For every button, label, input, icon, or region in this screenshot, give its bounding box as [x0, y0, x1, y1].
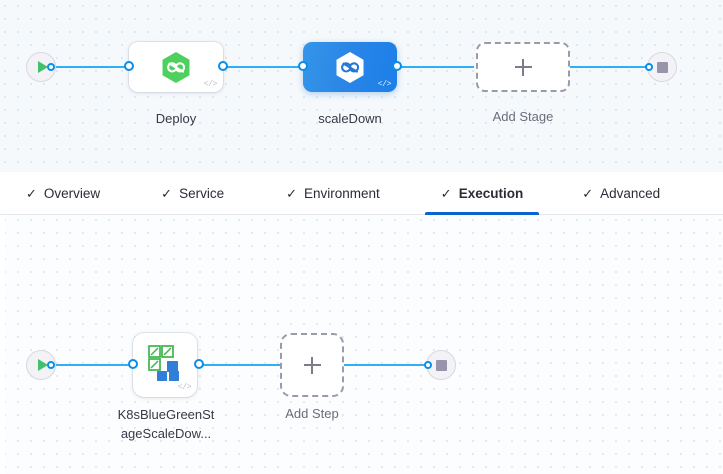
- port-scaledown-out[interactable]: [392, 61, 402, 71]
- tab-label-advanced: Advanced: [600, 185, 661, 201]
- port-step-end-in[interactable]: [424, 361, 432, 369]
- pipeline-start-node[interactable]: [26, 52, 56, 82]
- port-scaledown-in[interactable]: [298, 61, 308, 71]
- tab-execution[interactable]: ✓ Execution: [424, 172, 540, 215]
- code-badge-deploy: </>: [203, 80, 218, 89]
- check-icon: ✓: [286, 185, 297, 201]
- code-badge-k8s-step: </>: [177, 383, 192, 392]
- port-step-start-out[interactable]: [47, 361, 55, 369]
- step-wire-k8s-addstep: [200, 364, 280, 366]
- tab-advanced[interactable]: ✓ Advanced: [582, 172, 660, 214]
- tab-underline-execution: [424, 212, 540, 215]
- add-step-label: Add Step: [285, 406, 339, 421]
- pipeline-end-node[interactable]: [647, 52, 677, 82]
- port-end-in[interactable]: [645, 63, 653, 71]
- code-badge-scaledown: </>: [377, 80, 392, 89]
- k8s-squares-icon: [148, 345, 184, 381]
- check-icon: ✓: [582, 185, 594, 201]
- harness-hexagon-white-icon: [335, 51, 365, 84]
- stage-node-deploy[interactable]: </>: [129, 42, 223, 92]
- harness-hexagon-green-icon: [161, 51, 191, 84]
- tab-underline-overview: [26, 212, 100, 215]
- stage-wire-addstage-end: [566, 66, 654, 68]
- tab-service[interactable]: ✓ Service: [161, 172, 224, 214]
- stage-label-scaledown: scaleDown: [318, 111, 382, 126]
- tab-label-overview: Overview: [43, 185, 101, 201]
- canvas-left-gutter: [0, 215, 5, 474]
- tab-overview[interactable]: ✓ Overview: [26, 172, 100, 214]
- stage-wire-start-deploy: [48, 66, 138, 68]
- tab-label-service: Service: [179, 185, 225, 201]
- play-icon: [37, 61, 48, 73]
- stage-wire-deploy-scaledown: [222, 66, 305, 68]
- stage-wire-scaledown-addstage: [396, 66, 474, 68]
- port-k8s-out[interactable]: [194, 359, 204, 369]
- port-k8s-in[interactable]: [128, 359, 138, 369]
- step-wire-addstep-end: [344, 364, 428, 366]
- step-label-k8s: K8sBlueGreenSt ageScaleDow...: [105, 405, 227, 443]
- port-start-out[interactable]: [47, 63, 55, 71]
- add-step-button[interactable]: [280, 333, 344, 397]
- add-stage-button[interactable]: [476, 42, 570, 92]
- step-label-k8s-line2: ageScaleDow...: [120, 426, 212, 441]
- stop-icon: [656, 61, 668, 73]
- check-icon: ✓: [26, 185, 37, 201]
- stage-node-scaledown[interactable]: </>: [303, 42, 397, 92]
- plus-icon: [514, 58, 532, 76]
- step-label-k8s-line1: K8sBlueGreenSt: [117, 407, 215, 422]
- port-deploy-in[interactable]: [124, 61, 134, 71]
- tab-underline-advanced: [582, 212, 660, 215]
- stage-canvas[interactable]: </> Deploy </> scaleDown Add Stage: [0, 0, 723, 172]
- check-icon: ✓: [440, 185, 452, 201]
- stage-label-deploy: Deploy: [155, 111, 197, 126]
- check-icon: ✓: [161, 185, 173, 201]
- tab-label-environment: Environment: [304, 185, 380, 201]
- execution-canvas[interactable]: </> K8sBlueGreenSt ageScaleDow... Add St…: [0, 215, 723, 474]
- step-wire-start-k8s: [48, 364, 138, 366]
- port-deploy-out[interactable]: [218, 61, 228, 71]
- tab-label-execution: Execution: [458, 185, 524, 201]
- tab-underline-environment: [286, 212, 380, 215]
- step-node-k8s-bluegreen-scaledown[interactable]: </>: [133, 333, 197, 397]
- plus-icon: [303, 356, 321, 374]
- stop-icon: [435, 359, 447, 371]
- tab-underline-service: [161, 212, 224, 215]
- play-icon: [37, 359, 48, 371]
- add-stage-label: Add Stage: [492, 109, 554, 124]
- stage-config-tabs[interactable]: ✓ Overview ✓ Service ✓ Environment ✓ Exe…: [0, 172, 723, 215]
- tab-environment[interactable]: ✓ Environment: [286, 172, 380, 214]
